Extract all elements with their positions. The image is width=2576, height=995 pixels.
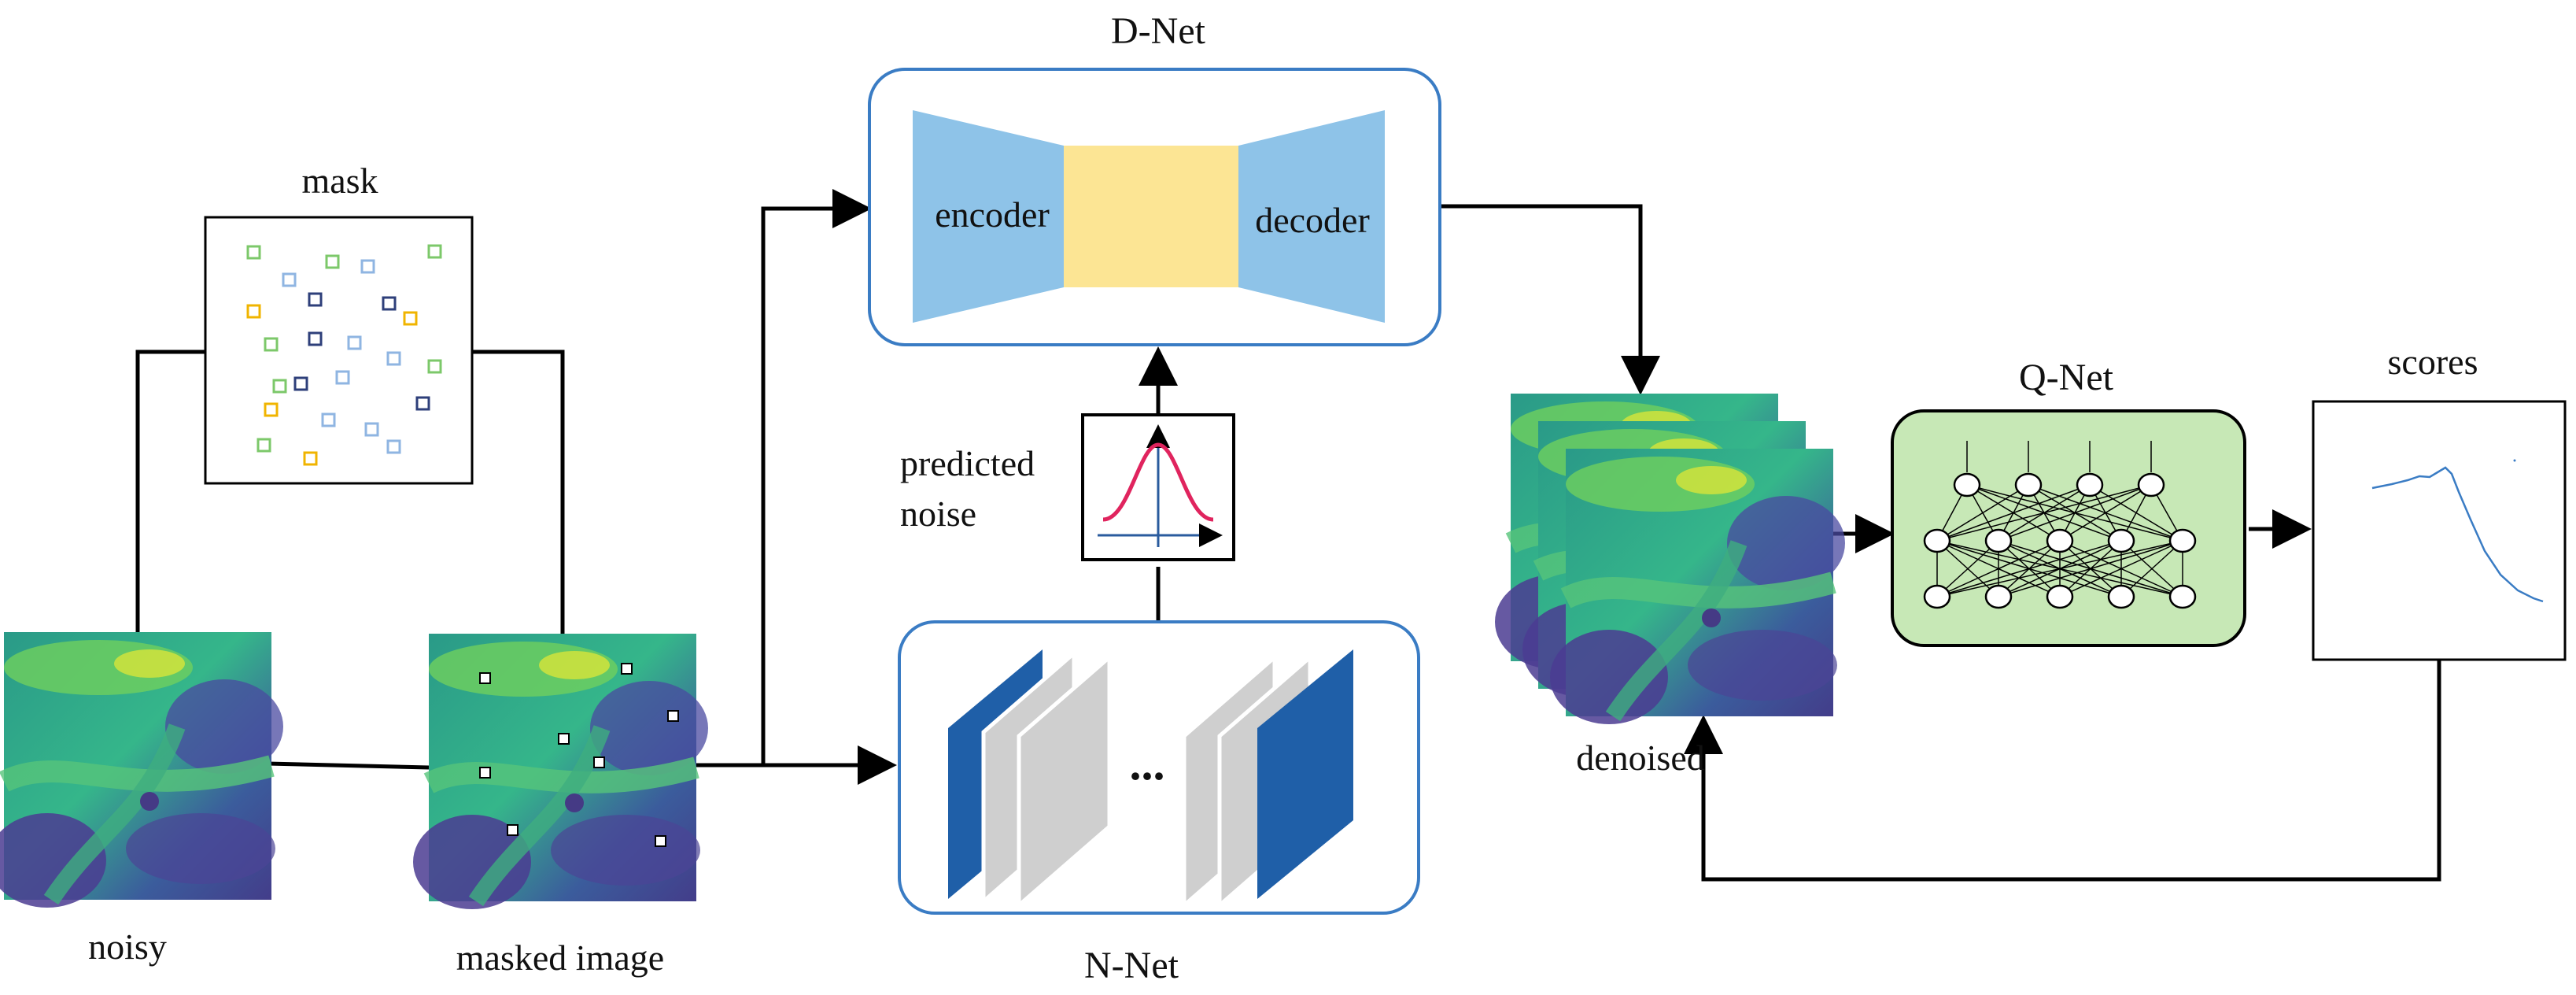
network-node: [1984, 528, 2013, 553]
bottleneck-block: [1064, 146, 1238, 287]
network-edge: [1936, 484, 2152, 542]
neural-network-icon: [1923, 441, 2197, 609]
d-net-label: D-Net: [1111, 10, 1206, 52]
network-node: [2168, 528, 2197, 553]
gaussian-bell-curve-icon: [1098, 424, 1223, 547]
q-net-module: Q-Net: [1891, 357, 2246, 647]
network-edge: [2120, 540, 2183, 597]
network-node: [2137, 472, 2165, 498]
network-node: [1923, 528, 1951, 553]
denoised-images: denoised: [1495, 394, 1845, 778]
network-node: [2046, 584, 2074, 609]
network-node: [2046, 528, 2074, 553]
mask-squares: [246, 244, 442, 466]
noisy-label: noisy: [88, 927, 167, 967]
encoder-label: encoder: [935, 194, 1050, 235]
scores-label: scores: [2388, 342, 2478, 382]
network-edge: [1936, 540, 2061, 597]
conv-stack-right: [1182, 649, 1353, 910]
network-edge: [1998, 484, 2152, 542]
scores-plot-box: [2312, 400, 2567, 661]
network-edge: [1936, 484, 2029, 542]
noise-label: noise: [900, 494, 976, 534]
q-net-label: Q-Net: [2019, 357, 2114, 398]
denoised-label: denoised: [1576, 738, 1705, 778]
layers-ellipsis: ...: [1130, 738, 1165, 790]
network-edge: [1936, 540, 2183, 597]
network-node: [2076, 472, 2104, 498]
decoder-block: [1238, 110, 1385, 323]
encoder-block: [913, 110, 1064, 323]
decoder-label: decoder: [1255, 200, 1370, 240]
n-net-label: N-Net: [1084, 945, 1179, 986]
d-net-module: D-Net encoder decoder: [868, 10, 1441, 346]
masked-image: masked image: [413, 634, 708, 978]
network-edge: [1936, 484, 2091, 542]
network-node: [1984, 584, 2013, 609]
network-edge: [2059, 484, 2152, 542]
mask-pixels: [479, 663, 679, 847]
mask-label: mask: [301, 161, 378, 201]
predicted-label: predicted: [900, 443, 1035, 483]
network-edge: [1936, 540, 2122, 597]
network-edge: [1998, 540, 2183, 597]
scores-panel: scores: [2312, 342, 2567, 661]
network-node: [2168, 584, 2197, 609]
masked-image-label: masked image: [456, 938, 664, 978]
network-node: [1923, 584, 1951, 609]
predicted-noise: predicted noise: [900, 413, 1235, 561]
connectors: [135, 189, 2441, 882]
conv-stack-left: [948, 649, 1112, 910]
noisy-image: noisy: [0, 632, 283, 967]
network-node: [2014, 472, 2043, 498]
network-node: [1953, 472, 1981, 498]
n-net-module: ... N-Net: [898, 620, 1420, 986]
network-edge: [2059, 540, 2183, 597]
network-node: [2107, 584, 2135, 609]
line-plot-icon: [2371, 459, 2544, 603]
mask-panel: mask: [204, 161, 474, 485]
network-node: [2107, 528, 2135, 553]
network-edge: [1936, 540, 1999, 597]
